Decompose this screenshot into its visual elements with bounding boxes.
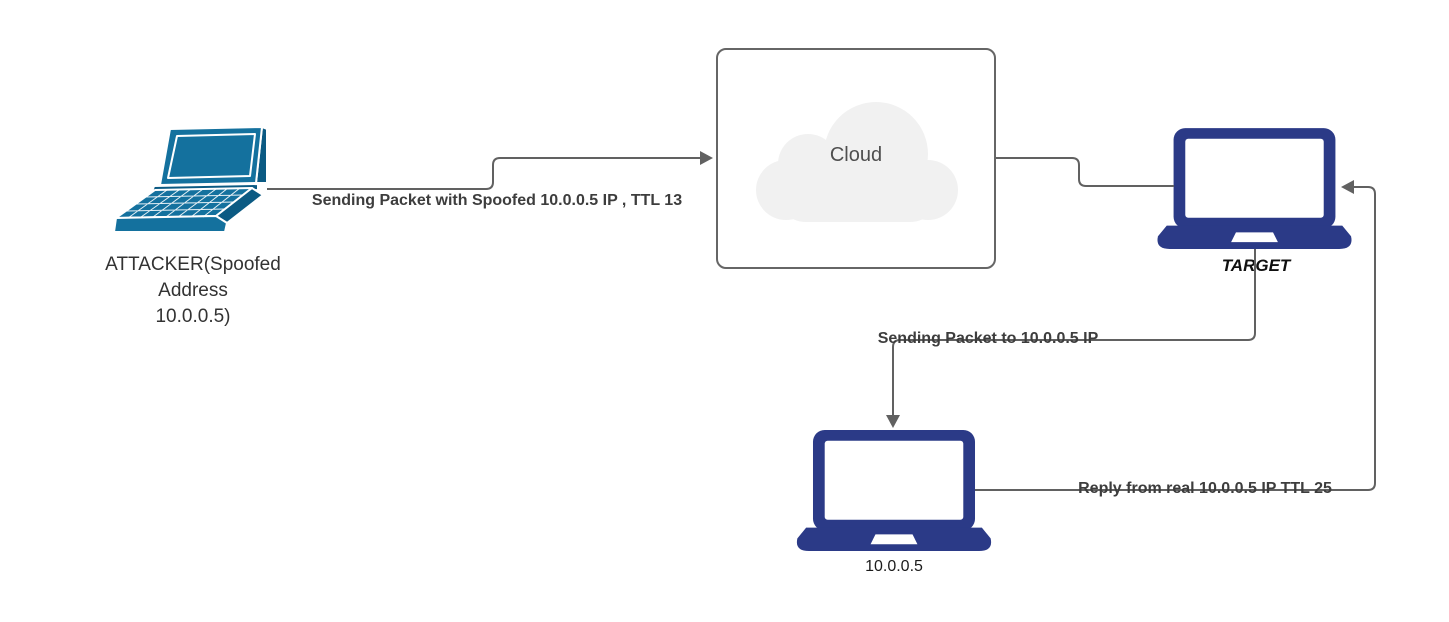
target-screen [1185, 138, 1324, 218]
attacker-label-line1: ATTACKER(Spoofed [105, 254, 281, 275]
attacker-laptop-icon [113, 126, 268, 233]
arrowhead-into-cloud [700, 151, 713, 165]
cloud-icon [756, 102, 958, 222]
attacker-base [113, 215, 228, 233]
cloud-node: Cloud [716, 48, 996, 269]
arrowhead-into-real-host [886, 415, 900, 428]
attacker-screen [167, 133, 256, 179]
real-host-laptop-icon [796, 430, 992, 552]
edge-label-reply-from-real-ip: Reply from real 10.0.0.5 IP TTL 25 [1078, 480, 1332, 497]
real-host-screen [824, 440, 964, 520]
attacker-label: ATTACKER(Spoofed Address 10.0.0.5) [105, 252, 281, 330]
cloud-label: Cloud [829, 144, 883, 166]
edge-label-spoofed-packet: Sending Packet with Spoofed 10.0.0.5 IP … [311, 192, 683, 209]
real-host-trackpad-notch [870, 534, 918, 545]
attacker-label-line2: Address [158, 280, 228, 301]
target-trackpad-notch [1231, 232, 1278, 243]
edge-label-sending-to-real-ip: Sending Packet to 10.0.0.5 IP [877, 330, 1099, 347]
target-laptop-icon [1157, 128, 1352, 249]
attacker-label-line3: 10.0.0.5) [155, 306, 231, 327]
attacker-keyboard-grid [125, 187, 244, 219]
edge-attacker-to-cloud [267, 151, 713, 190]
real-host-label: 10.0.0.5 [865, 558, 923, 575]
target-label: TARGET [1221, 256, 1291, 275]
edge-cloud-to-target [996, 157, 1174, 187]
